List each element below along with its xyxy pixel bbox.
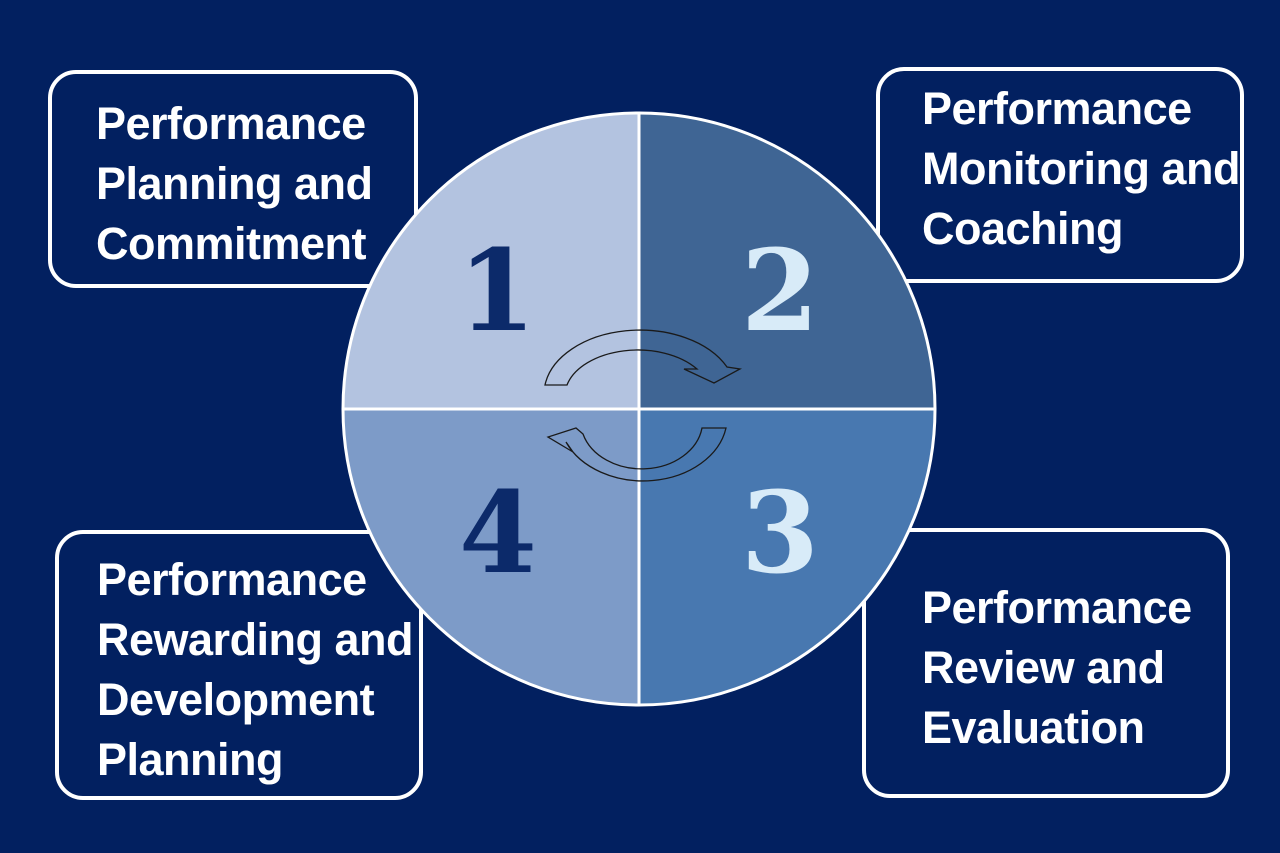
stage-1-box: Performance Planning and Commitment [48,70,418,288]
stage-4-number: 4 [459,468,537,599]
stage-3-line-3: Evaluation [922,702,1145,753]
stage-2-line-3: Coaching [922,203,1124,254]
stage-3-number: 3 [741,468,819,599]
stage-1-line-1: Performance [96,98,366,149]
stage-4-line-4: Planning [97,734,284,785]
stage-4-line-2: Rewarding and [97,614,414,665]
stage-2-line-1: Performance [922,83,1192,134]
stage-2-label: Performance Monitoring and Coaching [922,79,1240,259]
stage-1-line-2: Planning and [96,158,373,209]
curved-arrow-clockwise-icon [544,329,743,386]
wheel-rim [341,111,937,707]
stage-2-number: 2 [741,226,819,357]
stage-4-box: Performance Rewarding and Development Pl… [55,530,423,800]
curved-arrow-counterclockwise-icon [546,427,727,482]
stage-4-label: Performance Rewarding and Development Pl… [97,550,414,790]
stage-1-label: Performance Planning and Commitment [96,94,373,274]
wheel-quadrants [343,113,935,705]
stage-3-line-1: Performance [922,582,1192,633]
stage-2-box: Performance Monitoring and Coaching [876,67,1244,283]
stage-2-line-2: Monitoring and [922,143,1240,194]
stage-3-line-2: Review and [922,642,1165,693]
stage-1-number: 1 [458,226,536,357]
stage-4-line-1: Performance [97,554,367,605]
stage-3-box: Performance Review and Evaluation [862,528,1230,798]
stage-1-line-3: Commitment [96,218,367,269]
stage-4-line-3: Development [97,674,375,725]
stage-3-label: Performance Review and Evaluation [922,578,1192,758]
